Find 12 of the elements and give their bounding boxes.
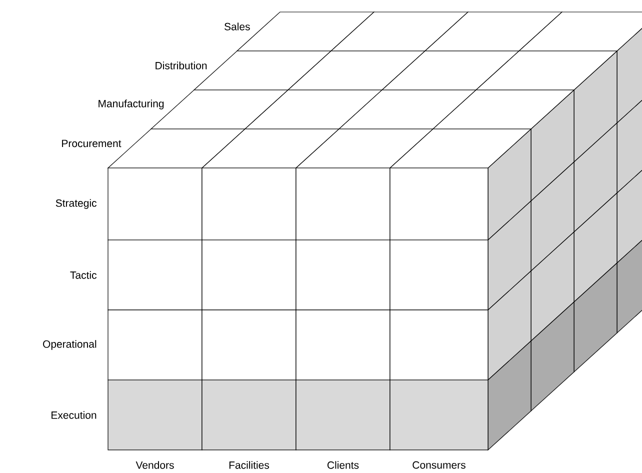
layer-label: Distribution: [156, 62, 207, 70]
layer-label: Manufacturing: [98, 100, 164, 110]
row-label: Operational: [43, 340, 96, 350]
row-label: Execution: [52, 411, 96, 419]
column-label: Clients: [328, 461, 359, 469]
layer-label: Sales: [224, 22, 250, 30]
row-label: Tactic: [70, 271, 97, 279]
column-label: Consumers: [412, 461, 466, 469]
row-label: Strategic: [56, 199, 97, 209]
layer-label: Procurement: [62, 140, 122, 148]
column-label: Facilities: [229, 461, 270, 469]
column-label: Vendors: [136, 461, 174, 469]
